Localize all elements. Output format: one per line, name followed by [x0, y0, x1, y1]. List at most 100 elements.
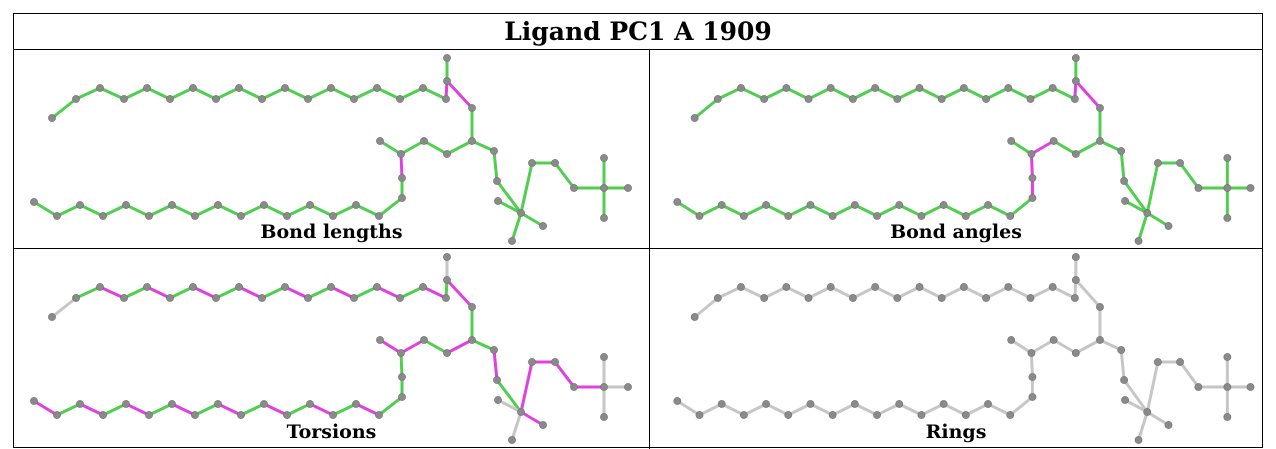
- atom: [72, 294, 80, 302]
- atom: [1223, 383, 1232, 391]
- atom: [493, 177, 501, 185]
- atom: [873, 411, 881, 419]
- molecule-diagram-rings: [673, 253, 1255, 444]
- atom: [1153, 159, 1162, 167]
- atom: [1134, 237, 1143, 245]
- atom: [1096, 336, 1104, 344]
- atom: [508, 237, 516, 245]
- atom: [713, 95, 722, 103]
- atom: [189, 84, 197, 92]
- atom: [468, 137, 476, 145]
- atom: [508, 436, 516, 444]
- atom: [1071, 276, 1080, 284]
- bond: [352, 86, 379, 101]
- atom: [96, 283, 104, 291]
- bond-group: [32, 56, 630, 243]
- bond: [306, 285, 333, 300]
- bond: [78, 203, 105, 218]
- atom: [494, 197, 502, 205]
- atom-group: [673, 54, 1255, 245]
- bond: [329, 86, 356, 101]
- atom: [1121, 396, 1129, 404]
- atom: [214, 201, 222, 209]
- bond: [1029, 338, 1056, 355]
- bond: [421, 86, 448, 101]
- horizontal-divider: [14, 248, 1262, 249]
- bond: [147, 203, 174, 218]
- bond: [919, 402, 946, 417]
- atom: [443, 253, 451, 261]
- atom: [1223, 184, 1232, 192]
- bond: [519, 410, 545, 427]
- bond: [984, 86, 1010, 101]
- bond: [496, 199, 523, 215]
- atom: [1071, 253, 1080, 261]
- bond: [720, 402, 746, 417]
- bond: [32, 399, 59, 417]
- atom: [145, 212, 153, 220]
- bond: [1074, 79, 1102, 110]
- atom: [804, 294, 813, 302]
- atom: [915, 283, 924, 291]
- bond: [675, 399, 701, 417]
- atom: [600, 154, 608, 162]
- bond: [378, 338, 403, 355]
- atom: [1096, 303, 1104, 311]
- atom: [443, 276, 451, 284]
- bond: [895, 86, 922, 101]
- bond: [553, 360, 576, 389]
- atom: [717, 400, 726, 408]
- bond: [260, 86, 287, 101]
- atom: [442, 294, 450, 302]
- panel-label-bond-lengths: Bond lengths: [260, 221, 403, 243]
- atom: [806, 201, 815, 209]
- atom: [352, 400, 360, 408]
- atom: [624, 184, 632, 192]
- atom: [375, 212, 383, 220]
- atom: [1049, 137, 1058, 145]
- bond: [55, 402, 82, 417]
- bond: [986, 402, 1012, 417]
- bond: [786, 402, 812, 417]
- atom: [1028, 393, 1037, 401]
- atom: [850, 400, 859, 408]
- atom: [939, 201, 948, 209]
- atom: [419, 84, 427, 92]
- panel-label-rings: Rings: [925, 421, 987, 443]
- bond: [470, 338, 496, 352]
- atom: [600, 383, 608, 391]
- bond: [399, 351, 404, 379]
- bond: [940, 86, 966, 101]
- atom: [397, 349, 405, 357]
- bond: [98, 86, 126, 101]
- bond: [519, 161, 534, 215]
- atom: [72, 95, 80, 103]
- panel-torsions: Torsions: [14, 249, 649, 447]
- bond: [1052, 139, 1078, 156]
- bond: [807, 86, 833, 101]
- atom: [260, 400, 268, 408]
- atom: [120, 294, 128, 302]
- bond: [1052, 338, 1078, 355]
- atom: [1048, 283, 1057, 291]
- bond: [693, 296, 720, 319]
- atom: [166, 95, 174, 103]
- atom: [895, 201, 904, 209]
- bond: [739, 86, 766, 101]
- bond: [398, 86, 425, 101]
- atom: [260, 201, 268, 209]
- atom: [1026, 95, 1035, 103]
- atom: [398, 373, 406, 381]
- bond: [786, 203, 812, 218]
- atom: [915, 84, 924, 92]
- bond: [1051, 285, 1077, 300]
- atom: [468, 104, 476, 112]
- bond: [693, 97, 720, 120]
- atom: [76, 201, 84, 209]
- bond: [377, 196, 404, 218]
- atom: [143, 84, 151, 92]
- bond: [962, 86, 988, 101]
- atom: [490, 147, 498, 155]
- bond: [145, 285, 172, 300]
- bond: [762, 285, 788, 300]
